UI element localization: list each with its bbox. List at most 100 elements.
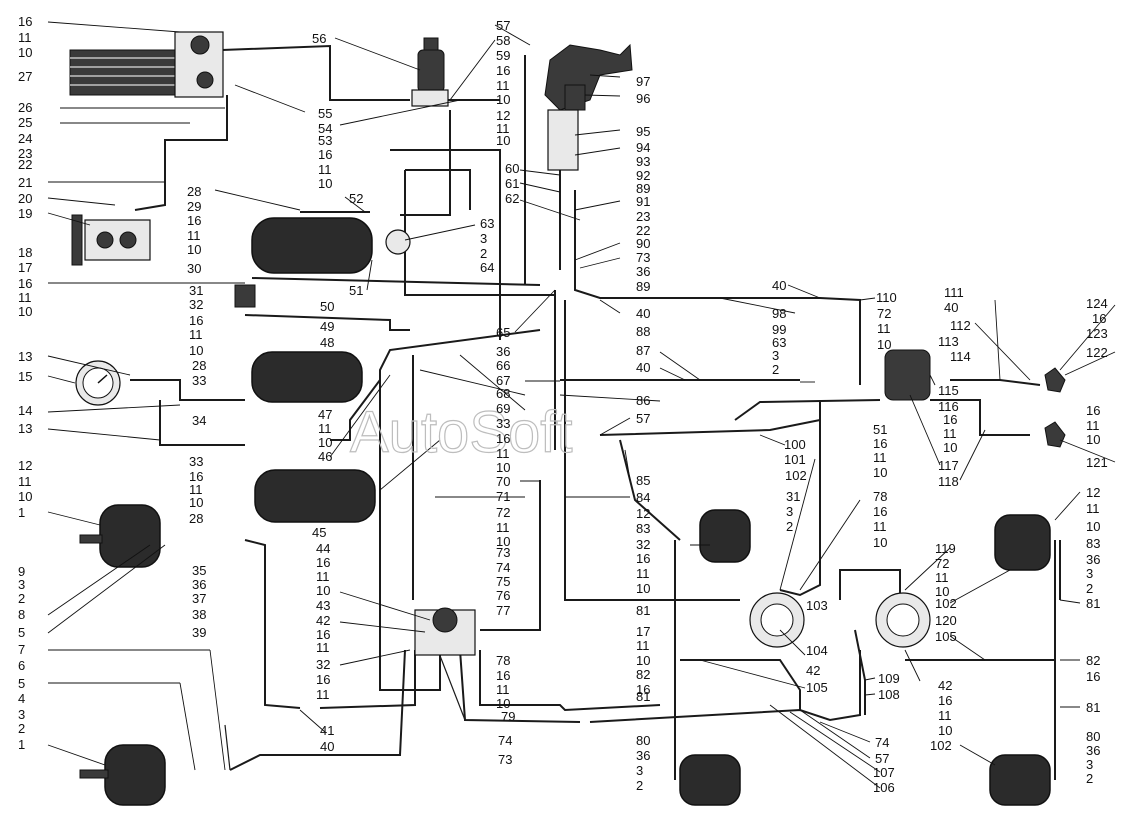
callout-label: 98 bbox=[772, 306, 786, 321]
callout-label: 16 bbox=[1086, 669, 1100, 684]
callout-label: 78 bbox=[873, 489, 887, 504]
callout-label: 11 bbox=[873, 519, 887, 534]
compressor-radiator bbox=[69, 31, 224, 98]
callout-label: 73 bbox=[636, 250, 650, 265]
callout-label: 40 bbox=[772, 278, 786, 293]
callout-label: 59 bbox=[496, 48, 510, 63]
callout-label: 89 bbox=[636, 181, 650, 196]
brake-chambers bbox=[79, 504, 1051, 806]
callout-label: 16 bbox=[316, 555, 330, 570]
callout-label: 112 bbox=[950, 318, 971, 333]
callout-label: 116 bbox=[938, 399, 959, 414]
callout-label: 19 bbox=[18, 206, 32, 221]
callout-label: 69 bbox=[496, 401, 510, 416]
callout-label: 35 bbox=[192, 563, 206, 578]
callout-label: 10 bbox=[935, 584, 949, 599]
callout-label: 51 bbox=[349, 283, 363, 298]
callout-label: 53 bbox=[318, 133, 332, 148]
callout-label: 2 bbox=[772, 362, 779, 377]
callout-label: 55 bbox=[318, 106, 332, 121]
callout-label: 3 bbox=[786, 504, 793, 519]
callout-label: 3 bbox=[1086, 757, 1093, 772]
callout-label: 30 bbox=[187, 261, 201, 276]
callout-label: 5 bbox=[18, 676, 25, 691]
callout-label: 6 bbox=[18, 658, 25, 673]
callout-label: 7 bbox=[18, 642, 25, 657]
callout-label: 16 bbox=[636, 551, 650, 566]
callout-label: 3 bbox=[18, 577, 25, 592]
callout-label: 78 bbox=[496, 653, 510, 668]
callout-label: 12 bbox=[18, 458, 32, 473]
pressure-gauge bbox=[75, 360, 121, 406]
callout-label: 3 bbox=[480, 231, 487, 246]
callout-label: 81 bbox=[1086, 596, 1100, 611]
callout-label: 117 bbox=[938, 458, 959, 473]
callout-label: 10 bbox=[318, 435, 332, 450]
callout-label: 96 bbox=[636, 91, 650, 106]
callout-label: 15 bbox=[18, 369, 32, 384]
callout-labels: 16 11 10 27 26 25 24 23 22 21 20 19 18 1… bbox=[18, 14, 1108, 795]
callout-label: 94 bbox=[636, 140, 650, 155]
callout-label: 2 bbox=[636, 778, 643, 793]
callout-label: 10 bbox=[496, 534, 510, 549]
callout-label: 12 bbox=[636, 506, 650, 521]
callout-label: 11 bbox=[636, 566, 650, 581]
callout-label: 46 bbox=[318, 449, 332, 464]
callout-label: 16 bbox=[318, 147, 332, 162]
callout-label: 114 bbox=[950, 349, 971, 364]
callout-label: 73 bbox=[498, 752, 512, 767]
callout-label: 64 bbox=[480, 260, 494, 275]
callout-label: 5 bbox=[18, 625, 25, 640]
callout-label: 109 bbox=[878, 671, 900, 686]
callout-label: 83 bbox=[636, 521, 650, 536]
callout-label: 11 bbox=[636, 638, 650, 653]
callout-label: 11 bbox=[318, 162, 332, 177]
callout-label: 11 bbox=[1086, 418, 1100, 433]
callout-label: 16 bbox=[316, 672, 330, 687]
callout-label: 45 bbox=[312, 525, 326, 540]
callout-label: 16 bbox=[496, 431, 510, 446]
callout-label: 40 bbox=[636, 360, 650, 375]
callout-label: 11 bbox=[1086, 501, 1100, 516]
callout-label: 10 bbox=[318, 176, 332, 191]
callout-label: 103 bbox=[806, 598, 828, 613]
callout-label: 1 bbox=[18, 505, 25, 520]
callout-label: 63 bbox=[772, 335, 786, 350]
callout-label: 74 bbox=[875, 735, 889, 750]
callout-label: 9 bbox=[18, 564, 25, 579]
callout-label: 2 bbox=[18, 721, 25, 736]
callout-label: 36 bbox=[1086, 743, 1100, 758]
callout-label: 2 bbox=[1086, 581, 1093, 596]
callout-label: 91 bbox=[636, 194, 650, 209]
callout-label: 71 bbox=[496, 489, 510, 504]
callout-label: 42 bbox=[806, 663, 820, 678]
callout-label: 102 bbox=[930, 738, 952, 753]
callout-label: 40 bbox=[944, 300, 958, 315]
callout-label: 52 bbox=[349, 191, 363, 206]
callout-label: 36 bbox=[636, 264, 650, 279]
callout-label: 12 bbox=[496, 108, 510, 123]
callout-label: 10 bbox=[938, 723, 952, 738]
callout-label: 2 bbox=[18, 591, 25, 606]
callout-label: 11 bbox=[935, 570, 949, 585]
callout-label: 42 bbox=[316, 613, 330, 628]
callout-label: 76 bbox=[496, 588, 510, 603]
moisture-separator bbox=[411, 37, 449, 107]
callout-label: 74 bbox=[498, 733, 512, 748]
callout-label: 85 bbox=[636, 473, 650, 488]
callout-label: 11 bbox=[18, 474, 32, 489]
callout-label: 72 bbox=[877, 306, 891, 321]
callout-label: 16 bbox=[496, 63, 510, 78]
callout-label: 10 bbox=[189, 343, 203, 358]
callout-label: 11 bbox=[496, 520, 510, 535]
trailer-valve-group bbox=[884, 349, 1066, 448]
callout-label: 33 bbox=[192, 373, 206, 388]
callout-label: 31 bbox=[189, 283, 203, 298]
callout-label: 38 bbox=[192, 607, 206, 622]
callout-label: 95 bbox=[636, 124, 650, 139]
callout-label: 11 bbox=[316, 569, 330, 584]
callout-label: 10 bbox=[18, 304, 32, 319]
callout-label: 2 bbox=[1086, 771, 1093, 786]
callout-label: 11 bbox=[496, 682, 510, 697]
callout-label: 81 bbox=[636, 603, 650, 618]
